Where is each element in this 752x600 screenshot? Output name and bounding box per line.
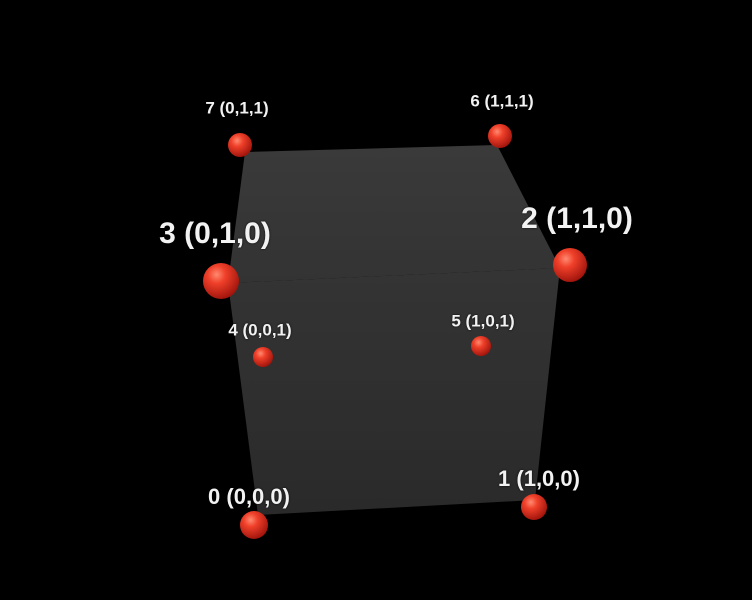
vertex-label-1: 1 (1,0,0)	[498, 466, 580, 491]
vertex-sphere-7	[228, 133, 252, 157]
vertex-label-3: 3 (0,1,0)	[159, 217, 271, 250]
vertex-label-7: 7 (0,1,1)	[205, 98, 269, 118]
vertex-label-6: 6 (1,1,1)	[470, 91, 534, 111]
vertex-label-0: 0 (0,0,0)	[208, 484, 290, 509]
vertex-label-2: 2 (1,1,0)	[521, 202, 633, 235]
cube-edge-shade	[497, 145, 560, 268]
vertex-sphere-2	[553, 248, 587, 282]
vertex-sphere-5	[471, 336, 491, 356]
vertex-sphere-6	[488, 124, 512, 148]
vertex-sphere-3	[203, 263, 239, 299]
cube-front-face	[228, 268, 560, 515]
cube-top-face	[228, 145, 560, 283]
vertex-sphere-4	[253, 347, 273, 367]
vertex-sphere-0	[240, 511, 268, 539]
vertex-sphere-1	[521, 494, 547, 520]
vertex-label-5: 5 (1,0,1)	[451, 311, 515, 331]
vertex-label-4: 4 (0,0,1)	[228, 320, 292, 340]
